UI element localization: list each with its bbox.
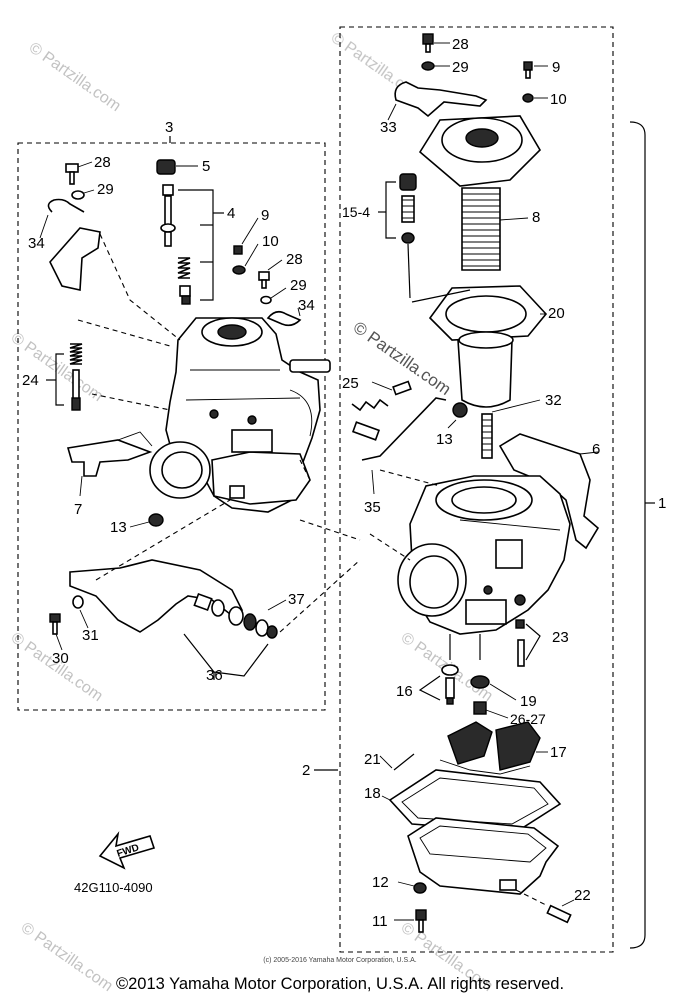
- carburetor-body-right: [397, 475, 571, 635]
- callout-25: 25: [342, 375, 359, 392]
- plug-13-right: [452, 402, 468, 418]
- callout-20: 20: [548, 305, 565, 322]
- callout-8: 8: [532, 209, 540, 226]
- callout-4: 4: [227, 205, 235, 222]
- callout-6: 6: [592, 441, 600, 458]
- washer-19: [470, 675, 490, 689]
- screw-22: [546, 904, 572, 924]
- callout-29a: 29: [97, 181, 114, 198]
- callout-24: 24: [22, 372, 39, 389]
- fwd-arrow-icon: FWD: [98, 831, 156, 870]
- cap-5: [156, 159, 176, 175]
- callout-34a: 34: [28, 235, 45, 252]
- callout-35: 35: [364, 499, 381, 516]
- screw-25: [392, 380, 412, 396]
- callout-11: 11: [372, 913, 388, 930]
- screw-28-left: [65, 161, 93, 185]
- callout-29b: 29: [290, 277, 307, 294]
- callout-31: 31: [82, 627, 99, 644]
- callout-28a: 28: [94, 154, 111, 171]
- callout-21: 21: [364, 751, 381, 768]
- callout-13b: 13: [436, 431, 453, 448]
- pin-21: [393, 753, 415, 771]
- diagram-code: 42G110-4090: [74, 880, 153, 895]
- screw-28-mid: [258, 271, 270, 281]
- screw-28-top: [422, 33, 434, 45]
- screw-9-left: [233, 245, 243, 255]
- main-jets-16: [441, 664, 459, 705]
- callout-37: 37: [288, 591, 305, 608]
- spring-8: [461, 187, 501, 271]
- screw-9-right: [523, 61, 533, 71]
- plug-12: [413, 882, 427, 894]
- small-credit-line: (c) 2005-2016 Yamaha Motor Corporation, …: [263, 957, 417, 964]
- bracket-plate-left: [49, 227, 101, 291]
- needle-assembly-15: [399, 173, 417, 299]
- spring-screw-24: [69, 343, 83, 411]
- plug-13-left: [148, 513, 164, 527]
- washer-29-mid: [260, 295, 272, 305]
- jet-assembly-4: [160, 184, 191, 305]
- callout-34b: 34: [298, 297, 315, 314]
- callout-7: 7: [74, 501, 82, 518]
- callout-10a: 10: [262, 233, 279, 250]
- callout-2: 2: [302, 762, 310, 779]
- callout-1: 1: [658, 495, 666, 512]
- diaphragm-cover: [418, 115, 542, 187]
- assembly-3-box: [17, 142, 326, 711]
- washer-31: [72, 595, 84, 609]
- float-17: [439, 721, 541, 775]
- diaphragm-piston-20: [428, 285, 548, 408]
- assembly-1-bracket: [629, 121, 646, 949]
- carburetor-body-left: [149, 317, 331, 513]
- callout-28c: 28: [452, 36, 469, 53]
- gasket-18: [388, 769, 562, 833]
- clip-34-mid: [266, 310, 302, 327]
- jet-26-27: [473, 701, 487, 715]
- clip-34-left: [47, 198, 85, 213]
- callout-17: 17: [550, 744, 567, 761]
- pilot-screw-spring: [351, 398, 389, 441]
- jet-32: [481, 413, 493, 459]
- throttle-shaft-37: [193, 592, 278, 639]
- callout-23: 23: [552, 629, 569, 646]
- callout-33: 33: [380, 119, 397, 136]
- copyright-line: ©2013 Yamaha Motor Corporation, U.S.A. A…: [115, 975, 565, 993]
- linkage-plate: [69, 559, 244, 633]
- callout-9b: 9: [552, 59, 560, 76]
- callout-5: 5: [202, 158, 210, 175]
- callout-10b: 10: [550, 91, 567, 108]
- callout-9a: 9: [261, 207, 269, 224]
- callout-3: 3: [165, 119, 173, 136]
- washer-29-top: [421, 61, 435, 71]
- washer-10-right: [522, 93, 534, 103]
- callout-32: 32: [545, 392, 562, 409]
- callout-30: 30: [52, 650, 69, 667]
- screw-23: [515, 619, 525, 629]
- callout-18: 18: [364, 785, 381, 802]
- watermark-text: © Partzilla.com: [8, 329, 106, 405]
- float-bowl: [407, 817, 560, 895]
- callout-28b: 28: [286, 251, 303, 268]
- watermark-text: © Partzilla.com: [26, 39, 124, 115]
- callout-26-27: 26-27: [510, 711, 546, 727]
- callout-13a: 13: [110, 519, 127, 536]
- screw-30: [49, 613, 61, 623]
- assembly-2-box: [339, 26, 614, 953]
- callout-19: 19: [520, 693, 537, 710]
- callout-36: 36: [206, 667, 223, 684]
- rod-35: [361, 397, 447, 461]
- callout-29c: 29: [452, 59, 469, 76]
- screw-11: [415, 909, 427, 921]
- washer-29-left: [71, 190, 85, 200]
- callout-12: 12: [372, 874, 389, 891]
- clip-plate-33: [394, 81, 488, 118]
- bracket-7: [66, 439, 153, 477]
- callout-22: 22: [574, 887, 591, 904]
- callout-16: 16: [396, 683, 413, 700]
- callout-15-4: 15-4: [342, 204, 370, 220]
- washer-10-left: [232, 265, 246, 275]
